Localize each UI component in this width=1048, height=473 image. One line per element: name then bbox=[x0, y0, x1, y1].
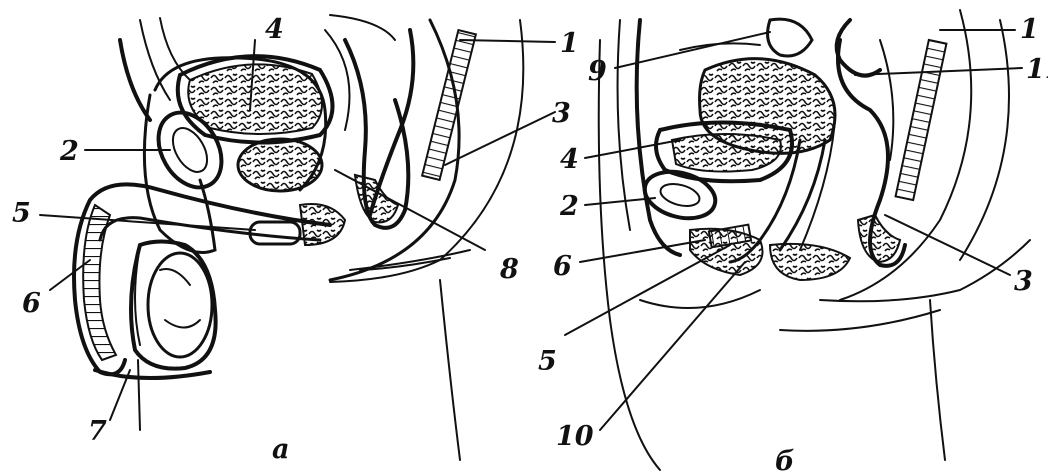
label-b-2: 2 bbox=[559, 191, 579, 222]
label-b-4: 4 bbox=[560, 144, 579, 175]
label-b-10: 10 bbox=[556, 421, 594, 452]
label-b-9: 9 bbox=[588, 56, 607, 87]
label-a-3: 3 bbox=[552, 98, 571, 129]
label-a-2: 2 bbox=[59, 136, 79, 167]
label-b-3-right: 3 bbox=[1014, 266, 1033, 297]
panel-b-drawing bbox=[599, 10, 1030, 470]
label-a-7: 7 bbox=[88, 416, 107, 447]
label-a-4: 4 bbox=[265, 14, 284, 45]
label-b-6: 6 bbox=[553, 251, 572, 282]
label-a-6: 6 bbox=[22, 288, 41, 319]
label-b-5: 5 bbox=[538, 346, 557, 377]
label-a-5: 5 bbox=[12, 198, 31, 229]
label-b-11: 11 bbox=[1026, 54, 1048, 85]
label-b-1: 1 bbox=[1020, 14, 1039, 45]
caption-b: б bbox=[775, 446, 795, 473]
caption-a: а bbox=[272, 434, 290, 465]
label-a-8: 8 bbox=[499, 254, 519, 285]
label-a-1: 1 bbox=[560, 28, 579, 59]
panel-a-drawing bbox=[74, 15, 523, 460]
